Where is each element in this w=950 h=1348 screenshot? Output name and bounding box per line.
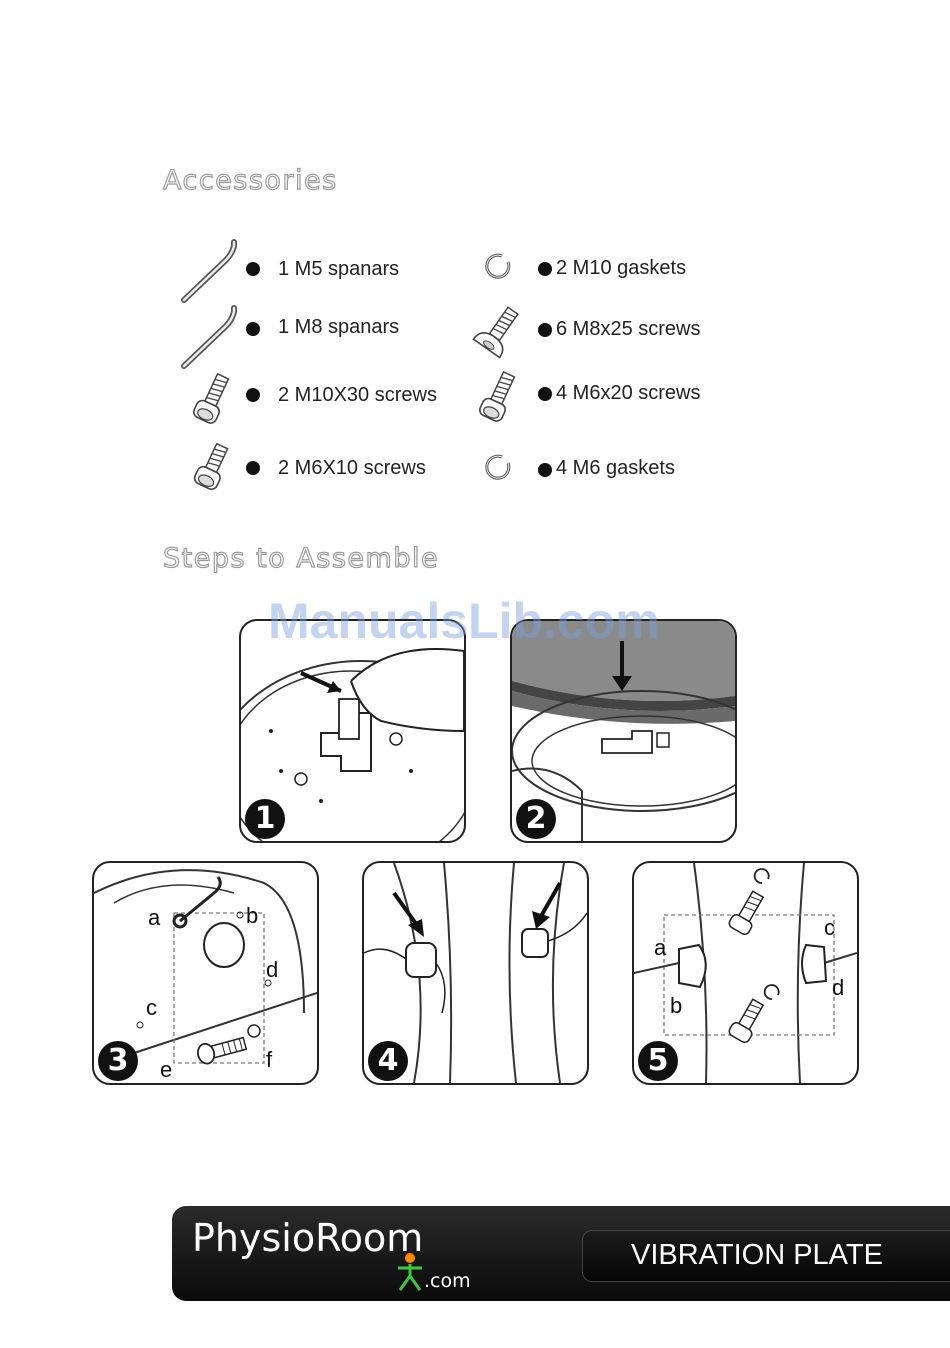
accessory-item: 2 M10X30 screws — [188, 372, 468, 412]
bullet — [246, 322, 260, 336]
step-3-number: 3 — [98, 1041, 138, 1081]
step-3-label-d: d — [266, 957, 278, 983]
step-4-number: 4 — [368, 1041, 408, 1081]
step-2-panel: 2 — [510, 619, 737, 843]
accessory-label: 2 M6X10 screws — [278, 457, 426, 480]
step-5-panel: a b c d 5 — [632, 861, 859, 1085]
step-3-label-f: f — [266, 1047, 272, 1073]
step-5-label-d: d — [832, 975, 844, 1001]
steps-heading: Steps to Assemble — [163, 543, 439, 574]
accessory-item: 2 M6X10 screws — [188, 440, 468, 480]
step-3-panel: a b c d e f 3 — [92, 861, 319, 1085]
button-head-screw-icon — [472, 304, 524, 360]
figure-logo-icon — [392, 1252, 428, 1292]
product-title-box: VIBRATION PLATE — [582, 1230, 950, 1282]
allen-key-icon — [178, 238, 238, 304]
accessory-item: 2 M10 gaskets — [484, 252, 724, 292]
allen-key-icon — [178, 304, 238, 370]
bullet — [246, 262, 260, 276]
accessory-label: 2 M10 gaskets — [556, 257, 686, 280]
accessory-item: 4 M6x20 screws — [474, 370, 734, 410]
bullet — [538, 387, 552, 401]
hex-socket-screw-icon — [474, 370, 522, 426]
bullet — [246, 461, 260, 475]
accessory-item: 1 M5 spanars — [178, 238, 438, 278]
step-5-number: 5 — [638, 1041, 678, 1081]
accessory-label: 2 M10X30 screws — [278, 384, 437, 407]
watermark: ManualsLib.com — [268, 592, 660, 650]
bullet — [538, 262, 552, 276]
accessories-heading: Accessories — [163, 165, 338, 196]
step-4-panel: 4 — [362, 861, 589, 1085]
step-5-label-c: c — [824, 915, 835, 941]
step-2-number: 2 — [516, 799, 556, 839]
brand-domain: .com — [424, 1270, 471, 1292]
step-3-label-e: e — [160, 1057, 172, 1083]
product-title: VIBRATION PLATE — [631, 1239, 883, 1272]
step-1-number: 1 — [245, 799, 285, 839]
accessory-item: 1 M8 spanars — [178, 304, 438, 344]
accessory-label: 1 M8 spanars — [278, 316, 399, 339]
accessory-label: 4 M6x20 screws — [556, 382, 701, 405]
accessory-label: 4 M6 gaskets — [556, 457, 675, 480]
split-washer-icon — [484, 252, 514, 282]
step-3-label-a: a — [148, 905, 160, 931]
footer-bar: PhysioRoom .com VIBRATION PLATE — [172, 1206, 950, 1301]
step-3-label-b: b — [246, 903, 258, 929]
accessory-item: 6 M8x25 screws — [472, 304, 732, 344]
step-5-label-a: a — [654, 935, 666, 961]
hex-socket-screw-icon — [188, 372, 236, 428]
accessory-label: 1 M5 spanars — [278, 258, 399, 281]
step-5-label-b: b — [670, 993, 682, 1019]
brand-logo-text: PhysioRoom — [192, 1216, 423, 1260]
bullet — [538, 463, 552, 477]
bullet — [538, 323, 552, 337]
step-3-label-c: c — [146, 995, 157, 1021]
bullet — [246, 388, 260, 402]
step-1-panel: 1 — [239, 619, 466, 843]
accessory-label: 6 M8x25 screws — [556, 318, 701, 341]
hex-socket-screw-icon — [188, 440, 236, 496]
split-washer-icon — [484, 453, 514, 483]
accessory-item: 4 M6 gaskets — [484, 453, 724, 493]
